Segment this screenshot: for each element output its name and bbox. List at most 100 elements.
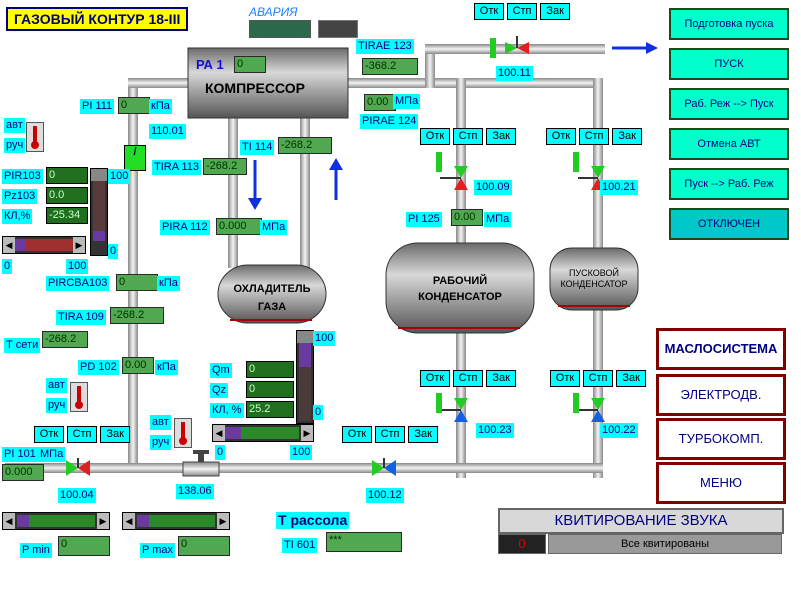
open-button[interactable]: Отк [420, 128, 450, 145]
oil-system-button[interactable]: МАСЛОСИСТЕМА [656, 328, 786, 370]
close-button[interactable]: Зак [612, 128, 643, 145]
disabled-status-button[interactable]: ОТКЛЮЧЕН [669, 208, 789, 240]
open-button[interactable]: Отк [420, 370, 450, 387]
valve-100-11-label: 100.11 [496, 66, 533, 81]
thermometer-icon[interactable] [26, 122, 44, 152]
pd102-label: PD 102 [78, 360, 119, 375]
qm-value: 0 [246, 361, 294, 378]
start-to-work-button[interactable]: Пуск --> Раб. Реж [669, 168, 789, 200]
pircba103-unit: кПа [157, 276, 180, 291]
electric-drive-button[interactable]: ЭЛЕКТРОДВ. [656, 374, 786, 416]
valve-100-12-controls: Отк Стп Зак [342, 426, 439, 443]
valve-100-04-icon [66, 460, 90, 476]
alarm-indicator-2 [318, 20, 358, 38]
stop-button[interactable]: Стп [375, 426, 406, 443]
turbocompressor-button[interactable]: ТУРБОКОМП. [656, 418, 786, 460]
pmax-label: P max [140, 543, 175, 558]
thermometer-icon[interactable] [70, 382, 88, 412]
valve-110-01-button[interactable]: / [124, 145, 146, 171]
pi125-value: 0.00 [451, 209, 483, 226]
page-title: ГАЗОВЫЙ КОНТУР 18-III [6, 7, 189, 31]
close-button[interactable]: Зак [486, 370, 517, 387]
pa-value: 0 [234, 56, 266, 73]
valve-100-12-label: 100.12 [366, 488, 404, 503]
pir103-value: 0 [46, 167, 88, 184]
open-button[interactable]: Отк [550, 370, 580, 387]
qm-label: Qm [210, 363, 232, 378]
alarm-label: АВАРИЯ [249, 5, 298, 19]
pa-label: РА 1 [196, 57, 224, 72]
stop-button[interactable]: Стп [453, 128, 484, 145]
qz-label: Qz [210, 383, 229, 398]
valve-100-22-controls: Отк Стп Зак [550, 370, 647, 387]
menu-button[interactable]: МЕНЮ [656, 462, 786, 504]
compressor-label: КОМПРЕССОР [205, 80, 305, 96]
cooler-label: ОХЛАДИТЕЛЬ ГАЗА [233, 283, 311, 313]
open-button[interactable]: Отк [546, 128, 576, 145]
tnet-label: Т сети [4, 338, 41, 353]
mode3-avt-label: авт [150, 415, 171, 430]
qm-vertical-bar[interactable] [296, 330, 314, 424]
valve-100-23-label: 100.23 [476, 423, 514, 438]
pmax-value: 0 [178, 536, 230, 556]
qm-slider[interactable]: ◀ ▶ [212, 424, 314, 442]
stop-button[interactable]: Стп [507, 3, 538, 20]
pmin-slider[interactable]: ◀ ▶ [2, 512, 110, 530]
klqm-value: 25.2 [246, 401, 294, 418]
tira109-label: TIRA 109 [56, 310, 106, 325]
kl103-label: КЛ,% [2, 209, 33, 224]
close-button[interactable]: Зак [100, 426, 131, 443]
valve-100-09-icon [454, 166, 468, 190]
pirae124-unit: МПа [393, 94, 421, 109]
pirae124-label: PIRAE 124 [360, 114, 419, 129]
ti601-label: TI 601 [282, 538, 318, 553]
open-button[interactable]: Отк [34, 426, 64, 443]
valve-100-11-controls: Отк Стп Зак [474, 3, 571, 20]
cancel-auto-button[interactable]: Отмена АВТ [669, 128, 789, 160]
pi101-value: 0.000 [2, 464, 44, 481]
valve-100-23-icon [454, 398, 468, 422]
pd102-value: 0.00 [122, 357, 154, 374]
work-to-start-button[interactable]: Раб. Реж --> Пуск [669, 88, 789, 120]
open-button[interactable]: Отк [474, 3, 504, 20]
close-button[interactable]: Зак [540, 3, 571, 20]
thermometer-icon[interactable] [174, 418, 192, 448]
qm-bar-100: 100 [313, 331, 336, 346]
close-button[interactable]: Зак [486, 128, 517, 145]
valve-138-06-label: 138.06 [176, 484, 214, 499]
mode-ruch-label: руч [4, 138, 26, 153]
mode3-ruch-label: руч [150, 435, 172, 450]
pira112-label: PIRA 112 [160, 220, 210, 235]
pi125-unit: МПа [484, 212, 512, 227]
start-condenser-label: ПУСКОВОЙ КОНДЕНСАТОР [560, 268, 628, 289]
pir103-slider[interactable]: ◀ ▶ [2, 236, 86, 254]
alarm-indicator [249, 20, 311, 38]
tnet-value: -268.2 [42, 331, 88, 348]
ack-sound-button[interactable]: КВИТИРОВАНИЕ ЗВУКА [498, 508, 784, 534]
stop-button[interactable]: Стп [579, 128, 610, 145]
stop-button[interactable]: Стп [583, 370, 614, 387]
pmin-value: 0 [58, 536, 110, 556]
pira112-unit: МПа [260, 220, 288, 235]
tira113-value: -268.2 [203, 158, 247, 175]
pir103-bar-100: 100 [108, 169, 131, 184]
pir103-vertical-bar[interactable] [90, 168, 108, 256]
valve-100-22-label: 100.22 [600, 423, 638, 438]
valve-100-04-label: 100.04 [58, 488, 96, 503]
valve-100-23-controls: Отк Стп Зак [420, 370, 517, 387]
stop-button[interactable]: Стп [67, 426, 98, 443]
ti114-value: -268.2 [278, 137, 332, 154]
mode2-avt-label: авт [46, 378, 67, 393]
prepare-start-button[interactable]: Подготовка пуска [669, 8, 789, 40]
tirae123-value: -368.2 [362, 58, 418, 75]
close-button[interactable]: Зак [616, 370, 647, 387]
start-button[interactable]: ПУСК [669, 48, 789, 80]
pi111-unit: кПа [149, 99, 172, 114]
close-button[interactable]: Зак [408, 426, 439, 443]
pmax-slider[interactable]: ◀ ▶ [122, 512, 230, 530]
stop-button[interactable]: Стп [453, 370, 484, 387]
tbrine-label: Т рассола [276, 512, 350, 529]
pz103-value: 0.0 [46, 187, 88, 204]
open-button[interactable]: Отк [342, 426, 372, 443]
